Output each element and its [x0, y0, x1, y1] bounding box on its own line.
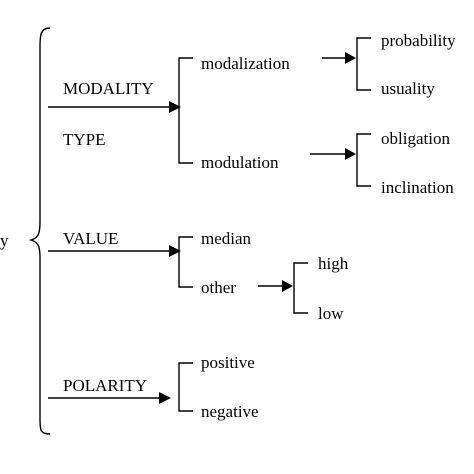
- median-label: median: [201, 229, 252, 248]
- value-arrowhead: [169, 245, 181, 257]
- low-label: low: [318, 304, 344, 323]
- other-bracket: [293, 262, 308, 314]
- other-arrowhead: [282, 280, 293, 292]
- obligation-label: obligation: [381, 129, 450, 148]
- modalization-bracket: [356, 37, 371, 91]
- modulation-bracket: [356, 133, 371, 187]
- modalization-label: modalization: [201, 54, 290, 73]
- modality-arrowhead: [169, 101, 181, 113]
- high-label: high: [318, 254, 349, 273]
- modality-bracket: [178, 57, 193, 164]
- negative-label: negative: [201, 402, 259, 421]
- usuality-label: usuality: [381, 79, 435, 98]
- positive-label: positive: [201, 353, 255, 372]
- value-label: VALUE: [63, 229, 118, 248]
- root-label: y: [0, 231, 9, 250]
- polarity-label: POLARITY: [63, 376, 147, 395]
- modulation-arrowhead: [345, 148, 356, 160]
- value-bracket: [178, 236, 193, 288]
- type-label: TYPE: [63, 130, 106, 149]
- modalization-arrowhead: [345, 52, 356, 64]
- polarity-arrowhead: [159, 392, 171, 404]
- inclination-label: inclination: [381, 178, 454, 197]
- modality-label: MODALITY: [63, 79, 154, 98]
- modulation-label: modulation: [201, 153, 279, 172]
- other-label: other: [201, 278, 236, 297]
- polarity-bracket: [178, 362, 193, 412]
- probability-label: probability: [381, 31, 456, 50]
- root-brace: [28, 27, 51, 435]
